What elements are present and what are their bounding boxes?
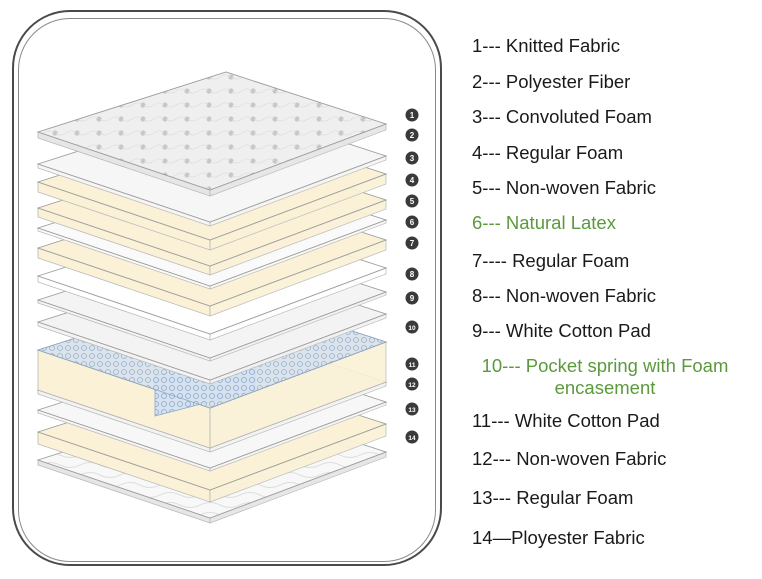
legend-item-14: 14—Ployester Fabric — [472, 527, 645, 548]
svg-text:11: 11 — [409, 362, 416, 369]
marker-9: 9 — [405, 291, 419, 305]
legend-item-1: 1--- Knitted Fabric — [472, 35, 621, 56]
legend-item-7: 7---- Regular Foam — [472, 250, 630, 271]
svg-text:3: 3 — [410, 154, 415, 163]
svg-text:12: 12 — [408, 382, 416, 389]
svg-text:8: 8 — [410, 270, 415, 279]
svg-text:1: 1 — [410, 111, 415, 120]
svg-text:5: 5 — [410, 197, 415, 206]
legend-item-10: 10--- Pocket spring with Foam encasement — [481, 355, 729, 398]
marker-4: 4 — [405, 173, 419, 187]
marker-1: 1 — [405, 108, 419, 122]
legend-item-3: 3--- Convoluted Foam — [472, 106, 652, 127]
svg-text:14: 14 — [408, 435, 416, 442]
marker-14: 14 — [405, 430, 419, 444]
marker-6: 6 — [405, 215, 419, 229]
legend-item-5: 5--- Non-woven Fabric — [472, 177, 657, 198]
layer-1 — [36, 71, 388, 197]
legend-item-12: 12--- Non-woven Fabric — [472, 448, 667, 469]
legend-item-2: 2--- Polyester Fiber — [472, 71, 631, 92]
svg-text:2: 2 — [410, 131, 415, 140]
marker-11: 11 — [405, 357, 419, 371]
marker-7: 7 — [405, 236, 419, 250]
marker-12: 12 — [405, 377, 419, 391]
marker-3: 3 — [405, 151, 419, 165]
svg-text:7: 7 — [410, 239, 415, 248]
svg-text:6: 6 — [410, 218, 415, 227]
marker-2: 2 — [405, 128, 419, 142]
svg-text:9: 9 — [410, 294, 415, 303]
marker-8: 8 — [405, 267, 419, 281]
legend-item-8: 8--- Non-woven Fabric — [472, 285, 657, 306]
svg-text:10: 10 — [408, 325, 416, 332]
diagram-frame-inner — [18, 18, 436, 562]
legend-item-13: 13--- Regular Foam — [472, 487, 634, 508]
marker-13: 13 — [405, 402, 419, 416]
legend-item-11: 11--- White Cotton Pad — [472, 410, 660, 431]
svg-text:13: 13 — [408, 407, 416, 414]
diagram-frame — [12, 10, 442, 566]
marker-5: 5 — [405, 194, 419, 208]
legend-item-4: 4--- Regular Foam — [472, 142, 624, 163]
marker-10: 10 — [405, 320, 419, 334]
svg-text:4: 4 — [410, 176, 415, 185]
layer-stack — [36, 71, 388, 524]
legend-item-9: 9--- White Cotton Pad — [472, 320, 651, 341]
legend-item-6: 6--- Natural Latex — [472, 212, 616, 233]
